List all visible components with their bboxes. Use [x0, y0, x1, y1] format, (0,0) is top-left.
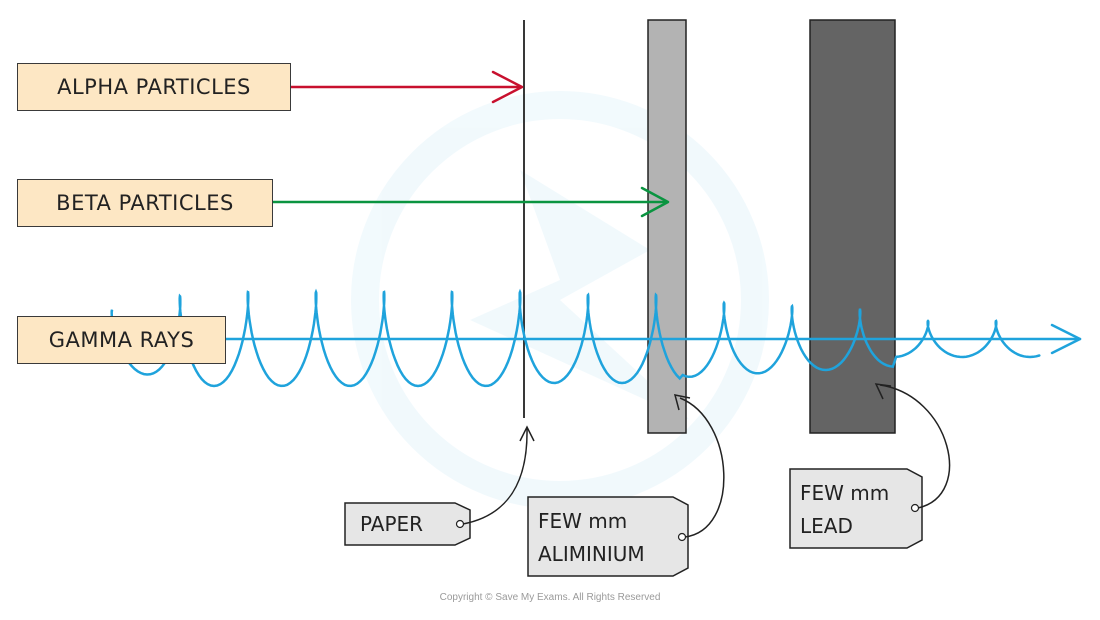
- paper-pointer: [462, 427, 528, 525]
- alpha-arrow: [290, 70, 524, 104]
- aluminium-label-line1: FEW mm: [538, 509, 628, 533]
- lead-label-line2: LEAD: [800, 514, 853, 538]
- gamma-ray: [110, 288, 1082, 388]
- lead-label-line1: FEW mm: [800, 481, 890, 505]
- beta-arrow: [272, 186, 670, 218]
- lead-pointer: [879, 384, 951, 509]
- paper-tag: [344, 425, 535, 546]
- gamma-wave: [110, 288, 1041, 388]
- aluminium-tag: [527, 394, 725, 577]
- lead-block: [809, 19, 896, 434]
- gamma-label: GAMMA RAYS: [17, 316, 226, 364]
- watermark-logo: [351, 91, 769, 509]
- lead-tag: [789, 383, 951, 549]
- beta-label: BETA PARTICLES: [17, 179, 273, 227]
- aluminium-pointer: [679, 397, 725, 538]
- aluminium-label-line2: ALIMINIUM: [538, 542, 645, 566]
- copyright-notice: Copyright © Save My Exams. All Rights Re…: [439, 592, 661, 603]
- gamma-arrowhead: [1050, 323, 1082, 355]
- paper-label: PAPER: [360, 512, 424, 536]
- alpha-label: ALPHA PARTICLES: [17, 63, 291, 111]
- aluminium-sheet: [647, 19, 687, 434]
